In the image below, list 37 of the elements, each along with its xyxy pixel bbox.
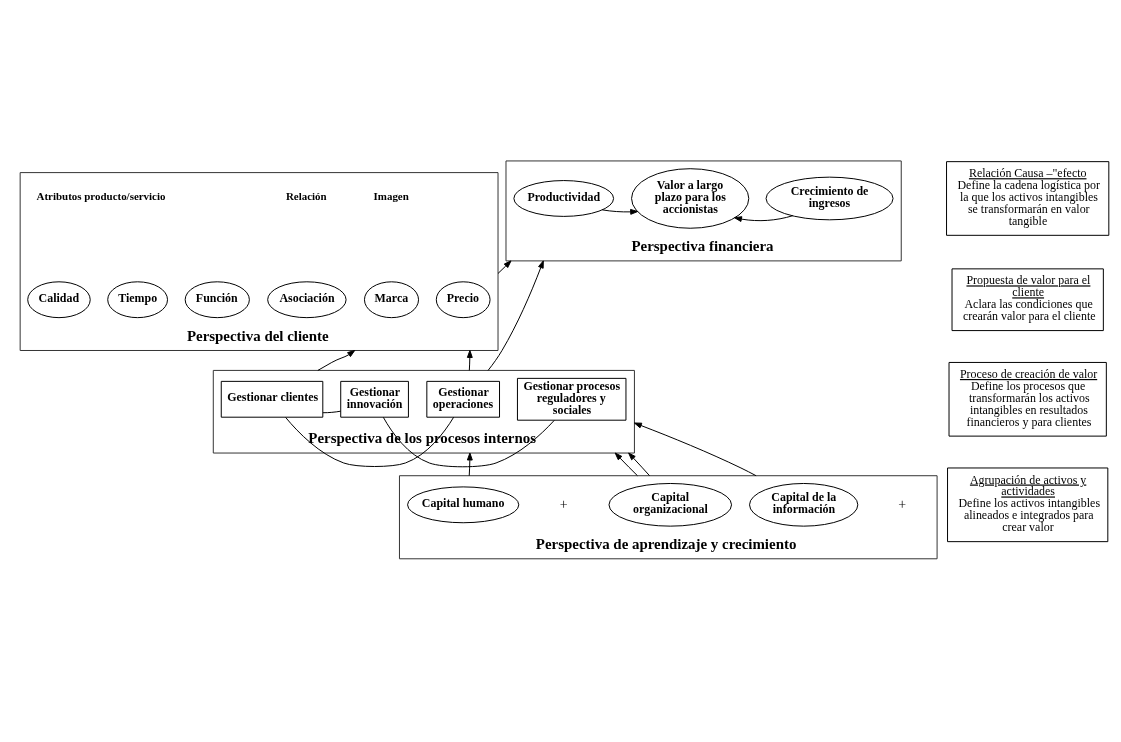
node-ellipse: Capital organizacional: [608, 482, 733, 527]
node-box: Gestionar procesos reguladores y sociales: [516, 377, 627, 421]
label: Imagen: [373, 189, 409, 202]
node-box: Proceso de creación de valor Define los procesos que transformarán los activos intangibles en resultados financieros y para clientes: [948, 361, 1107, 437]
arrow: [601, 208, 639, 215]
node-ellipse: Tiempo: [107, 280, 169, 318]
node-ellipse: Asociación: [267, 280, 347, 318]
connector: [322, 410, 342, 413]
node-ellipse: Crecimiento de ingresos: [765, 176, 894, 220]
label: Atributos producto/servicio: [36, 189, 166, 202]
connector: [285, 416, 455, 467]
label: +: [898, 496, 907, 511]
node-box: Propuesta de valor para el cliente Aclara las condiciones que crearán valor para el cliente: [951, 267, 1104, 331]
arrow: [317, 349, 356, 371]
node-box: Gestionar operaciones: [426, 380, 500, 418]
node-box: Gestionar innovación: [340, 380, 409, 418]
arrow: [614, 452, 638, 476]
node-ellipse: Calidad: [27, 280, 91, 318]
label: Relación: [285, 189, 327, 202]
node-ellipse: Marca: [363, 280, 420, 318]
arrow: [487, 259, 544, 371]
node-ellipse: Precio: [435, 280, 491, 318]
node-box: Relación Causa –"efecto Define la cadena logística por la que los activos intangibles se transformarán en valor tangible: [946, 160, 1110, 236]
node-ellipse: Capital humano: [407, 485, 520, 523]
node-box: Gestionar clientes: [220, 380, 324, 418]
label: +: [559, 496, 568, 511]
node-box: Agrupación de activos y actividades Define los activos intangibles alineados e integrados para crear valor: [947, 467, 1109, 542]
arrow: [734, 214, 794, 222]
connector: [382, 416, 555, 467]
arrow: [466, 452, 473, 476]
arrow: [628, 452, 651, 476]
arrow: [633, 422, 757, 476]
node-ellipse: Productividad: [513, 179, 615, 217]
node-ellipse: Función: [184, 280, 250, 318]
arrow: [497, 259, 512, 274]
arrow: [466, 349, 473, 371]
node-ellipse: Capital de la información: [749, 482, 859, 527]
